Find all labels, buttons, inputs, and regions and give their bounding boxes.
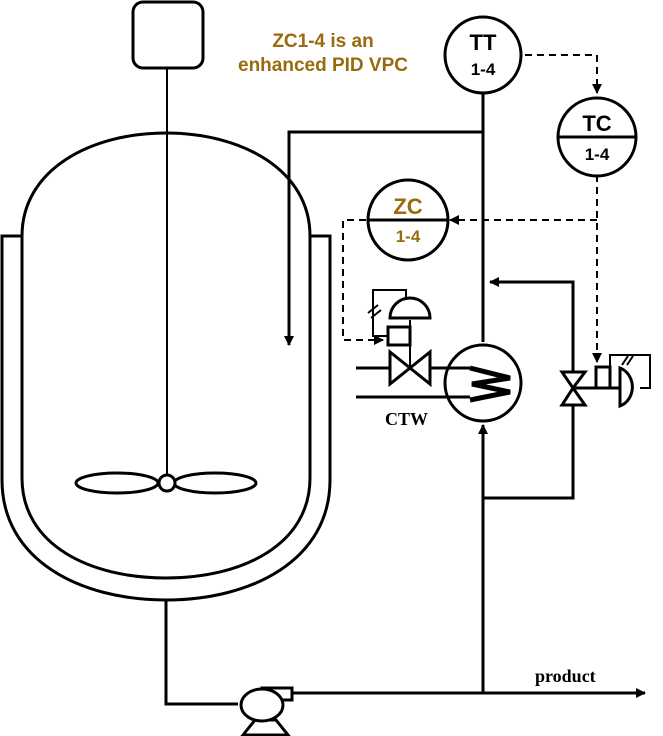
zc-number: 1-4 bbox=[396, 227, 421, 246]
tt-tag: TT bbox=[470, 30, 497, 55]
agitator-impeller bbox=[74, 471, 258, 495]
ctw-label: CTW bbox=[385, 409, 428, 429]
product-label: product bbox=[535, 666, 596, 686]
note-line-1: ZC1-4 is an bbox=[272, 31, 373, 52]
agitator-motor[interactable] bbox=[131, 0, 205, 70]
tt-instrument[interactable]: TT 1-4 bbox=[443, 15, 523, 95]
heat-exchanger-coil-icon bbox=[469, 365, 511, 403]
reactor-vessel[interactable] bbox=[20, 131, 312, 580]
note-line-2: enhanced PID VPC bbox=[238, 55, 408, 76]
zc-to-valve-signal bbox=[342, 219, 384, 345]
zc-tag: ZC bbox=[393, 194, 422, 219]
tc-tag: TC bbox=[582, 111, 611, 136]
tt-to-tc-signal bbox=[525, 54, 602, 94]
ctw-control-valve[interactable] bbox=[367, 289, 432, 388]
product-pump[interactable] bbox=[239, 686, 294, 736]
zc-instrument[interactable]: ZC 1-4 bbox=[366, 178, 450, 262]
tc-instrument[interactable]: TC 1-4 bbox=[556, 96, 638, 178]
tc-number: 1-4 bbox=[585, 145, 610, 164]
drain-line bbox=[164, 600, 238, 706]
tt-number: 1-4 bbox=[471, 60, 496, 79]
jacket-inlet-line bbox=[284, 90, 485, 346]
recirculation-control-valve[interactable] bbox=[559, 354, 651, 409]
